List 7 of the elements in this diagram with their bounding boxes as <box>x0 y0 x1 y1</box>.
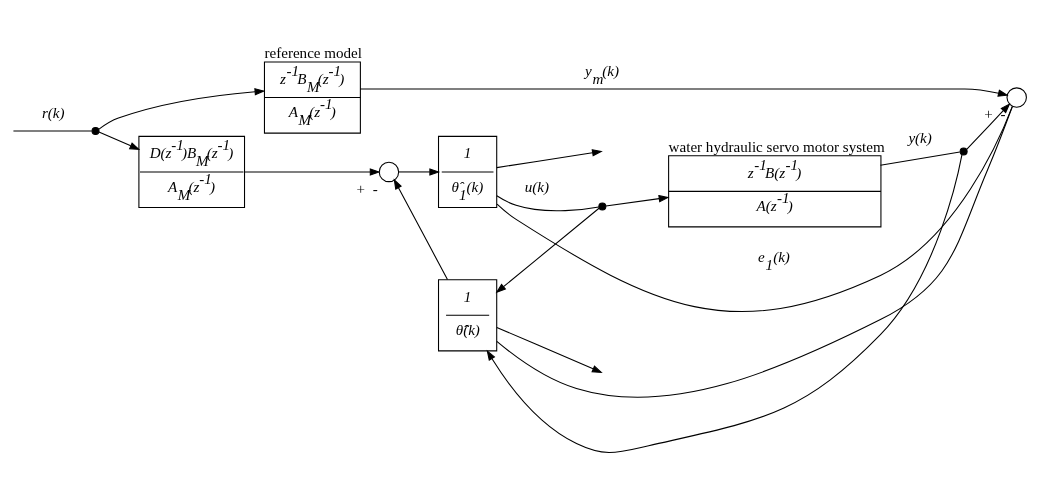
edge-label: u(k) <box>524 178 550 195</box>
node-label: + - <box>984 105 1006 122</box>
edge-label: y(k) <box>908 129 932 146</box>
node-label: + - <box>356 180 378 197</box>
node-label: water hydraulic servo motor system <box>668 138 885 155</box>
node-label: reference model <box>264 44 362 61</box>
edge-label: r(k) <box>41 104 65 121</box>
